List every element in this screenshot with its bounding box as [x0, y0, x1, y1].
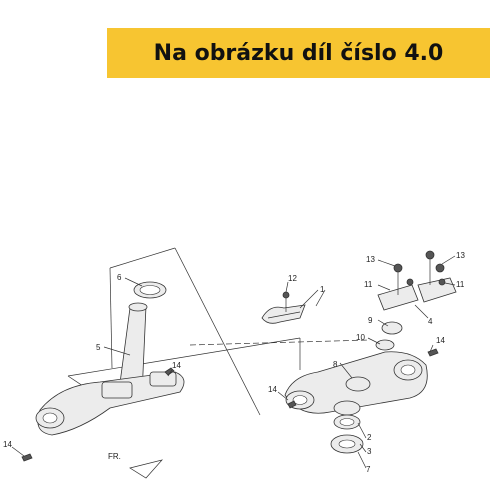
callout-5: 5 [96, 343, 101, 352]
front-label: FR. [108, 452, 121, 461]
front-direction-indicator: FR. [108, 452, 164, 479]
front-arrow-icon [129, 459, 164, 479]
steering-stem-assembly [21, 281, 185, 462]
callout-13-right: 13 [456, 251, 465, 260]
handlebar-holder-assembly [377, 250, 457, 311]
callout-14-top: 14 [436, 336, 445, 345]
callout-4: 4 [428, 317, 433, 326]
callout-14-stem: 14 [172, 361, 181, 370]
callout-11-right: 11 [456, 280, 465, 289]
callout-10: 10 [356, 333, 365, 342]
callout-7: 7 [366, 465, 371, 474]
callout-2: 2 [367, 433, 372, 442]
callout-11-left: 11 [364, 280, 373, 289]
callout-14-bracket: 14 [3, 440, 12, 449]
bearing-stack [330, 321, 403, 454]
callout-8: 8 [333, 360, 338, 369]
callout-3: 3 [367, 447, 372, 456]
leader-lines [11, 255, 456, 469]
upper-triple-clamp [284, 348, 439, 414]
part-number-banner: Na obrázku díl číslo 4.0 [107, 28, 490, 78]
callout-13-left: 13 [366, 255, 375, 264]
callout-9: 9 [368, 316, 373, 325]
cable-clip [261, 291, 306, 324]
callout-6: 6 [117, 273, 122, 282]
callout-14-clamp: 14 [268, 385, 277, 394]
callout-1: 1 [320, 285, 325, 294]
guide-lines [67, 247, 371, 416]
callout-12: 12 [288, 274, 297, 283]
callout-labels: 1 2 3 4 5 6 7 8 9 10 11 11 12 13 13 14 1… [3, 251, 465, 474]
